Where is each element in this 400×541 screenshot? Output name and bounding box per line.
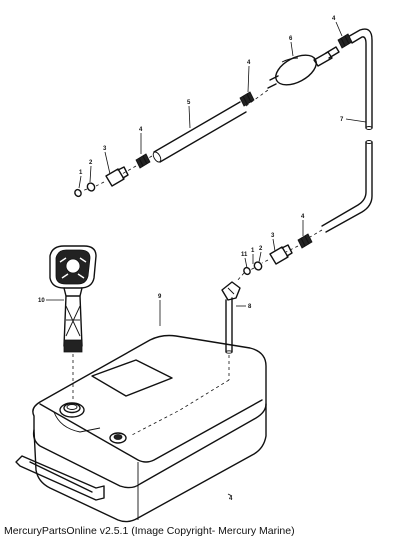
fuel-hose-5 [152,89,269,163]
primer-bulb-6 [267,46,340,89]
callout-4-upper-right: 4 [332,16,336,22]
hose-clamp-upper-middle [239,91,255,107]
callout-4-upper-left: 4 [139,127,143,133]
image-caption: MercuryPartsOnline v2.5.1 (Image Copyrig… [4,525,295,537]
upper-connector-assembly [74,153,153,198]
callout-3-lower: 3 [271,233,275,239]
fuel-gauge-10 [49,245,97,400]
callout-4-upper-middle: 4 [247,60,251,66]
callout-5: 5 [187,100,191,106]
callout-4-lower-right: 4 [301,214,305,220]
callout-4-tank-foot: 4 [229,496,233,502]
callout-7: 7 [340,117,344,123]
callout-numbers: 1 2 3 4 5 4 6 4 7 4 3 2 1 11 8 9 10 4 [38,16,344,502]
lower-connector-assembly [235,229,323,283]
fuel-hose-7 [321,28,373,233]
callout-11: 11 [241,252,248,258]
callout-leaders [46,21,367,326]
callout-1-upper: 1 [79,170,83,176]
callout-10: 10 [38,298,45,304]
fuel-tank-9 [15,334,267,523]
callout-8: 8 [248,304,252,310]
callout-3-upper: 3 [103,146,107,152]
callout-2-lower: 2 [259,246,263,252]
callout-1-lower: 1 [251,248,255,254]
callout-6: 6 [289,36,293,42]
fuel-pickup-8 [221,281,241,380]
callout-9: 9 [158,294,162,300]
callout-2-upper: 2 [89,160,93,166]
hose-clamp-upper-right [337,33,353,49]
